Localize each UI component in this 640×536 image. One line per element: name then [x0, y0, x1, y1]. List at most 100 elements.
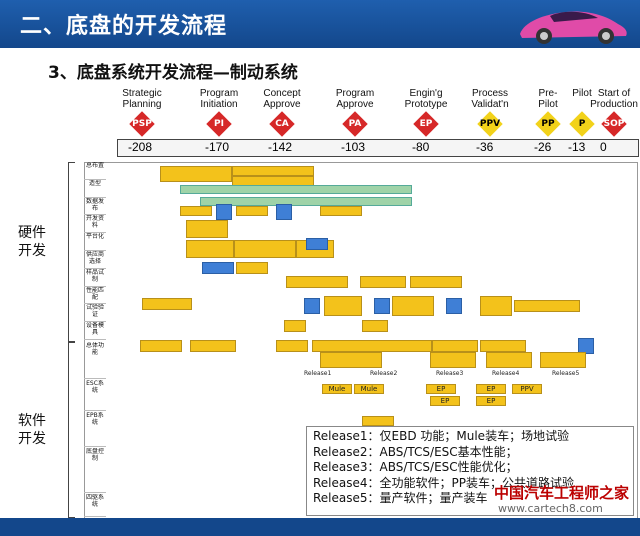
sw-milestone: PPV [512, 384, 542, 394]
milestone-code: PI [214, 119, 224, 129]
legend-line: Release2：ABS/TCS/ESC基本性能； [313, 444, 518, 459]
task-block [186, 240, 234, 258]
task-block [320, 206, 362, 216]
task-block [200, 197, 412, 206]
software-label: 软件 开发 [18, 413, 46, 447]
task-block [392, 296, 434, 316]
task-block [486, 352, 532, 368]
hw-row-label: 设备模具 [84, 322, 106, 340]
header-bar: 二、底盘的开发流程 [0, 0, 640, 48]
task-block [410, 276, 462, 288]
milestone-code: PPV [479, 119, 501, 129]
section-subtitle: 3、底盘系统开发流程—制动系统 [48, 63, 298, 83]
task-block [480, 296, 512, 316]
milestone-code: PP [541, 119, 555, 129]
task-block [160, 166, 232, 182]
phase-label: Process Validat'n [471, 88, 509, 110]
task-block [446, 298, 462, 314]
legend-line: Release1：仅EBD 功能；Mule装车；场地试验 [313, 429, 570, 443]
watermark-title: 中国汽车工程师之家 [494, 484, 630, 502]
release-legend: Release1：仅EBD 功能；Mule装车；场地试验 Release2：AB… [306, 426, 634, 516]
task-block [304, 298, 320, 314]
task-block [514, 300, 580, 312]
footer-bar [0, 518, 640, 536]
sw-row-label: ESC系统 [84, 380, 106, 411]
sw-milestone: EP [476, 384, 506, 394]
sw-milestone: EP [426, 384, 456, 394]
task-block [180, 206, 212, 216]
task-block [236, 206, 268, 216]
task-block [430, 352, 476, 368]
task-block [216, 204, 232, 220]
milestone-code: EP [419, 119, 433, 129]
watermark-url: www.cartech8.com [498, 502, 603, 515]
car-icon [520, 11, 627, 44]
milestone-code: SOP [603, 119, 625, 129]
milestone-week: -36 [476, 140, 494, 154]
hw-row-label: 造型 [84, 180, 106, 198]
milestone-week: -80 [412, 140, 430, 154]
milestone-code: PSP [132, 119, 152, 129]
milestone-week: -13 [568, 140, 586, 154]
phase-label: Strategic Planning [122, 88, 162, 110]
phase-label: Pre- Pilot [538, 88, 558, 110]
hw-row-label: 开发资料 [84, 215, 106, 234]
milestone-week: -26 [534, 140, 552, 154]
hw-row-label: 平台化 [84, 233, 106, 251]
task-block [142, 298, 192, 310]
milestone-week: 0 [600, 140, 607, 154]
hw-row-label: 性能匹配 [84, 287, 106, 305]
task-block [140, 340, 182, 352]
release-marker: Release4 [492, 370, 520, 377]
release-marker: Release3 [436, 370, 464, 377]
sw-row-label: 底盘控制 [84, 448, 106, 493]
legend-line: Release5：量产软件；量产装车 [313, 491, 488, 505]
phase-label: Concept Approve [263, 88, 301, 110]
task-block [374, 298, 390, 314]
task-block [360, 276, 406, 288]
task-block [186, 220, 228, 238]
task-block [362, 416, 394, 426]
hardware-bracket [68, 162, 75, 342]
task-block [180, 185, 412, 194]
task-block [540, 352, 586, 368]
hw-row-label: 数据发布 [84, 198, 106, 216]
release-marker: Release5 [552, 370, 580, 377]
task-block [480, 340, 526, 352]
software-bracket [68, 342, 75, 518]
legend-line: Release4：全功能软件；PP装车；公共道路试验 [313, 475, 574, 490]
release-marker: Release1 [304, 370, 332, 377]
task-block [234, 240, 296, 258]
task-block [236, 262, 268, 274]
task-block [312, 340, 432, 352]
sw-row-label: 总体功能 [84, 342, 106, 379]
phase-label: Program Approve [335, 88, 375, 110]
sw-row-label: 四驱系统 [84, 494, 106, 517]
page-title: 二、底盘的开发流程 [20, 14, 228, 39]
hardware-label: 硬件 开发 [18, 225, 46, 259]
hw-row-label: 样品试制 [84, 269, 106, 287]
task-block [578, 338, 594, 354]
milestone-code: CA [275, 119, 289, 129]
sw-milestone: EP [476, 396, 506, 406]
sw-milestone: Mule [354, 384, 384, 394]
task-block [276, 204, 292, 220]
milestone-week: -208 [128, 140, 153, 154]
task-block [306, 238, 328, 250]
phase-label: Engin'g Prototype [404, 88, 448, 110]
task-block [432, 340, 478, 352]
hw-row-label: 总布置 [84, 162, 106, 180]
task-block [286, 276, 348, 288]
task-block [362, 320, 388, 332]
phase-label: Program Initiation [199, 88, 239, 110]
phase-label: Start of Production [590, 88, 638, 110]
phase-label: Pilot [572, 88, 592, 99]
timeline-bar [117, 139, 639, 157]
task-block [284, 320, 306, 332]
sw-milestone: Mule [322, 384, 352, 394]
task-block [320, 352, 382, 368]
milestone-week: -103 [341, 140, 366, 154]
task-block [190, 340, 236, 352]
milestone-week: -170 [205, 140, 230, 154]
task-block [324, 296, 362, 316]
